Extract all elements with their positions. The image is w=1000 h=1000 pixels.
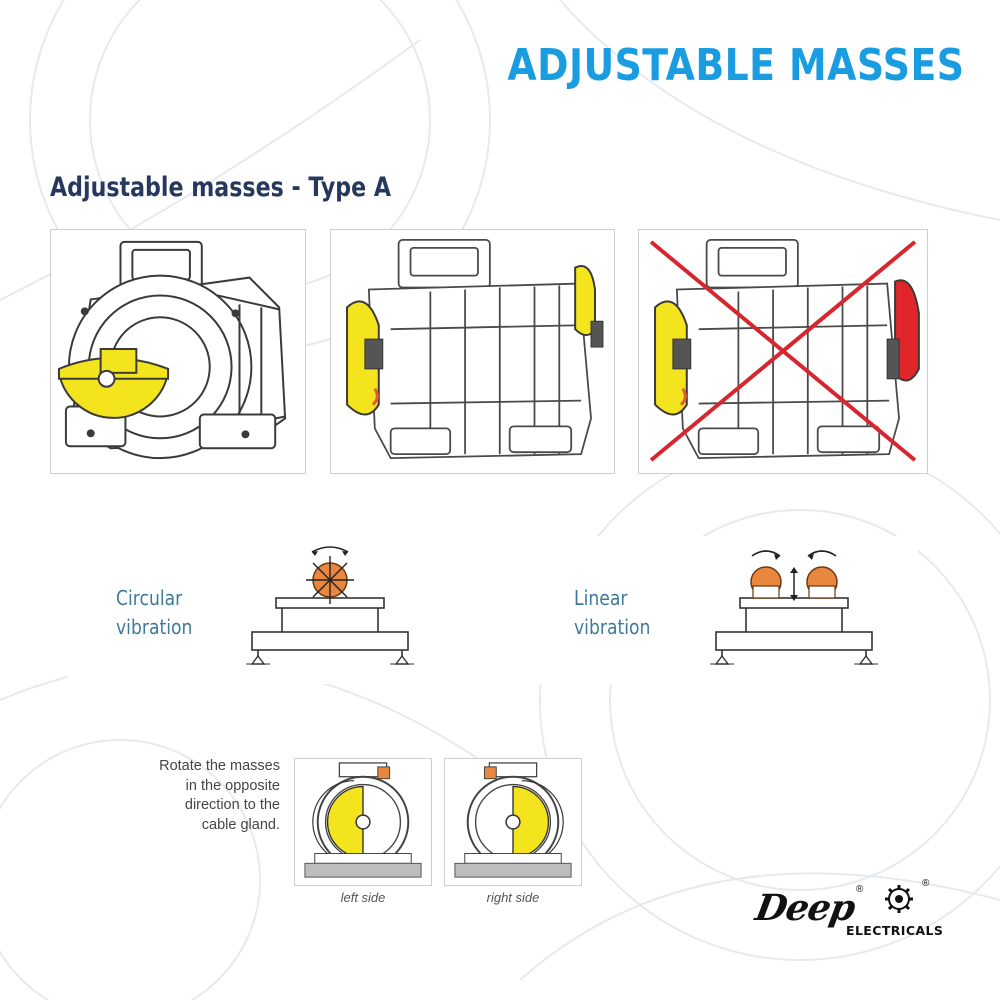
motor-end-view-right-icon <box>454 762 572 878</box>
circular-vibration-diagram <box>246 546 414 665</box>
motor-with-two-yellow-masses-icon <box>346 239 604 460</box>
brand-logo: Deep ® ® ELECTRICALS <box>752 876 960 942</box>
rotation-instruction: Rotate the masses in the opposite direct… <box>159 758 280 833</box>
motor-photo-single-mass <box>50 229 306 474</box>
right-side-caption: right side <box>486 890 540 905</box>
motor-with-yellow-mass-icon <box>57 240 287 460</box>
motor-photo-incorrect-setting <box>638 229 928 474</box>
linear-vibration-diagram <box>710 550 878 665</box>
right-side-diagram <box>444 758 582 886</box>
left-side-diagram <box>294 758 432 886</box>
cross-line-2 <box>649 240 917 462</box>
gear-emblem-icon <box>885 885 913 913</box>
left-side-caption: left side <box>340 890 386 905</box>
motor-with-red-mass-crossed-out-icon <box>649 239 920 462</box>
registered-mark-2: ® <box>922 878 930 889</box>
page-title: ADJUSTABLE MASSES <box>506 40 964 91</box>
motor-photo-both-masses <box>330 229 615 474</box>
section-heading: Adjustable masses - Type A <box>50 172 391 203</box>
motor-end-view-left-icon <box>304 762 422 878</box>
brand-subtitle: ELECTRICALS <box>846 923 944 938</box>
brand-name: Deep <box>752 887 858 929</box>
vibration-diagrams: Circular vibration Linear vibration <box>68 536 918 684</box>
linear-vibration-label: Linear vibration <box>574 586 651 639</box>
registered-mark-1: ® <box>856 884 864 895</box>
circular-vibration-label: Circular vibration <box>116 586 193 639</box>
